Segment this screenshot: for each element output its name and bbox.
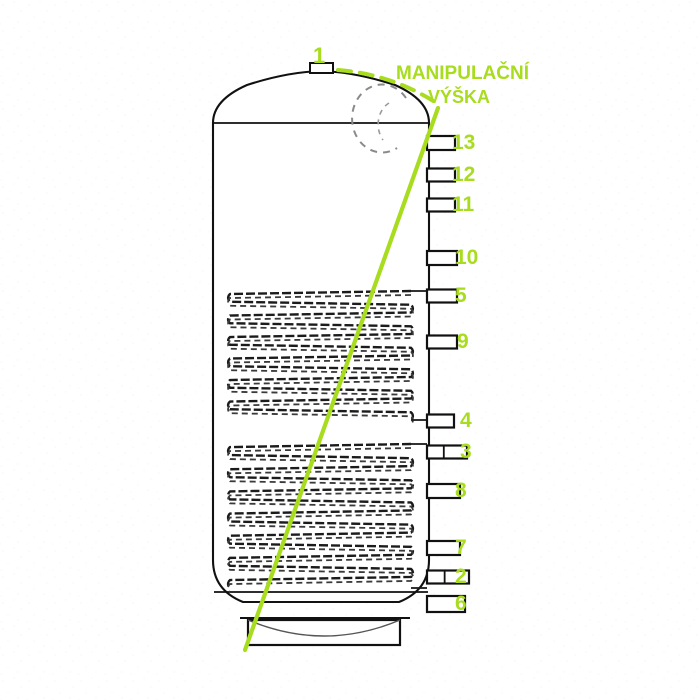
port-9-nozzle: [425, 334, 459, 350]
manhole-dashed-arc: [351, 83, 407, 154]
port-6-nozzle: [425, 594, 467, 614]
port-7-nozzle: [425, 539, 462, 557]
port-1-nozzle: [309, 62, 334, 74]
side-port-nozzles: [425, 134, 471, 614]
port-3-nozzle: [425, 444, 469, 460]
port-10-nozzle: [425, 249, 459, 267]
port-8-nozzle: [425, 482, 462, 500]
port-11-nozzle: [425, 197, 457, 213]
port-13-nozzle: [425, 134, 457, 152]
manipulation-height-line: [242, 105, 441, 653]
port-2-nozzle: [425, 569, 471, 585]
lower-heat-exchanger: [226, 442, 427, 593]
port-4-nozzle: [425, 413, 456, 429]
upper-heat-exchanger: [227, 289, 427, 425]
port-5-nozzle: [425, 288, 459, 304]
manhole-inner-dashed-arc: [377, 102, 390, 141]
base-plate: [246, 618, 402, 647]
base-plate-curve: [247, 619, 401, 637]
heat-exchanger-coils: [226, 289, 427, 593]
port-12-nozzle: [425, 167, 457, 183]
manipulation-height-leader: [336, 68, 440, 106]
